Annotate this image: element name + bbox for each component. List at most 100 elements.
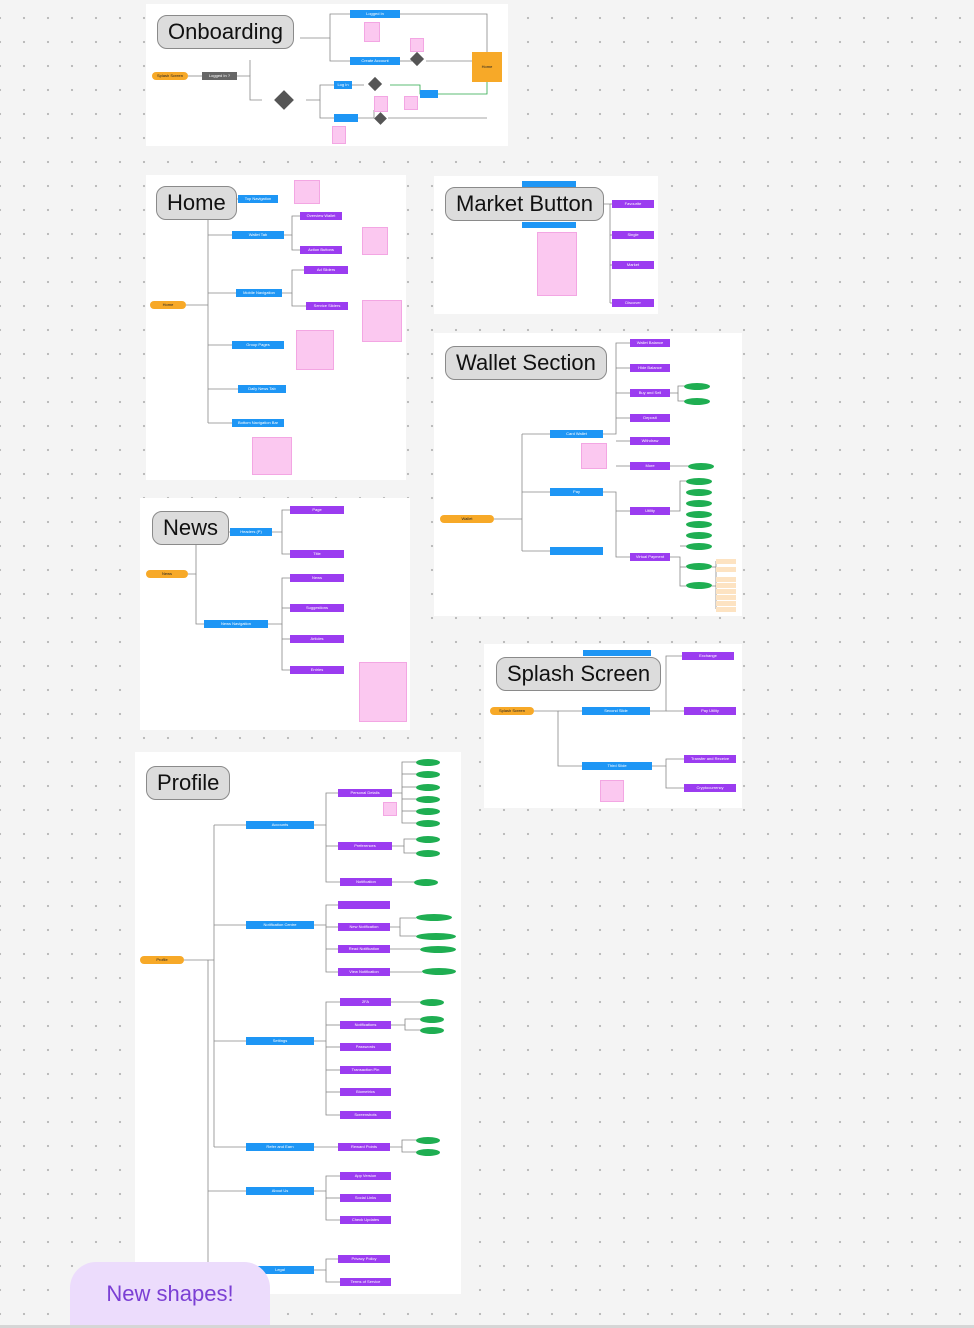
node-logged-in-question[interactable]: Logged In ? <box>202 72 237 80</box>
node-news-navigation[interactable]: News Navigation <box>204 620 268 628</box>
node-entries[interactable]: Entries <box>290 666 344 674</box>
node-top-navigation[interactable]: Top Navigation <box>238 195 278 203</box>
option-ellipse[interactable] <box>686 478 712 485</box>
node-transaction-pin[interactable]: Transaction Pin <box>340 1066 391 1074</box>
node-second-slide[interactable]: Second Slide <box>582 707 650 715</box>
node-create-account[interactable]: Create Account <box>350 57 400 65</box>
option-ellipse[interactable] <box>416 808 440 815</box>
node-card-wallet[interactable]: Card Wallet <box>550 430 603 438</box>
node-new-notification[interactable]: New Notification <box>338 923 390 931</box>
node-wallet-tab[interactable]: Wallet Tab <box>232 231 284 239</box>
option-ellipse[interactable] <box>686 582 712 589</box>
option-ellipse[interactable] <box>422 968 456 975</box>
splash-screen-title[interactable]: Splash Screen <box>496 657 662 691</box>
node-profile-root[interactable]: Profile <box>140 956 184 964</box>
option-ellipse[interactable] <box>414 879 438 886</box>
node-daily-news-tab[interactable]: Daily News Tab <box>238 385 286 393</box>
node-notification-centre[interactable]: Notification Centre <box>246 921 314 929</box>
node-read-notification[interactable]: Read Notification <box>338 945 390 953</box>
node-exchange[interactable]: Exchange <box>682 652 734 660</box>
node-hide-balance[interactable]: Hide Balance <box>630 364 670 372</box>
node-service-sliders[interactable]: Service Sliders <box>306 302 348 310</box>
node-biometrics[interactable]: Biometrics <box>340 1088 391 1096</box>
option-ellipse[interactable] <box>416 933 456 940</box>
option-ellipse[interactable] <box>684 398 710 405</box>
option-ellipse[interactable] <box>416 771 440 778</box>
node-transfer-receive[interactable]: Transfer and Receive <box>684 755 736 763</box>
node-third-slide[interactable]: Third Slide <box>582 762 652 770</box>
node-withdraw[interactable]: Withdraw <box>630 437 670 445</box>
horizontal-scrollbar[interactable] <box>0 1325 974 1328</box>
node-privacy-policy[interactable]: Privacy Policy <box>338 1255 390 1263</box>
option-ellipse[interactable] <box>684 383 710 390</box>
node-small[interactable] <box>334 114 358 122</box>
node-check-updates[interactable]: Check Updates <box>340 1216 391 1224</box>
node-accounts[interactable]: Accounts <box>246 821 314 829</box>
node-suggestions[interactable]: Suggestions <box>290 604 344 612</box>
option-ellipse[interactable] <box>420 946 456 953</box>
node-favourite[interactable]: Favourite <box>612 200 654 208</box>
new-shapes-badge[interactable]: New shapes! <box>70 1262 270 1328</box>
option-ellipse[interactable] <box>416 914 452 921</box>
node-notification-preview[interactable] <box>338 901 390 909</box>
option-ellipse[interactable] <box>416 1137 440 1144</box>
option-ellipse[interactable] <box>686 521 712 528</box>
option-ellipse[interactable] <box>416 850 440 857</box>
node-articles[interactable]: Articles <box>290 635 344 643</box>
node-mobile-navigation[interactable]: Mobile Navigation <box>236 289 282 297</box>
option-ellipse[interactable] <box>688 463 714 470</box>
node-pay-utility[interactable]: Pay Utility <box>684 707 736 715</box>
node-action-buttons[interactable]: Action Buttons <box>300 246 342 254</box>
node-app-version[interactable]: App Version <box>340 1172 391 1180</box>
option-ellipse[interactable] <box>416 820 440 827</box>
node-group-pages[interactable]: Group Pages <box>232 341 284 349</box>
node-deposit[interactable]: Deposit <box>630 414 670 422</box>
onboarding-title[interactable]: Onboarding <box>157 15 294 49</box>
node-buy-and-sell[interactable]: Buy and Sell <box>630 389 670 397</box>
profile-title[interactable]: Profile <box>146 766 231 800</box>
node-home-root[interactable]: Home <box>150 301 186 309</box>
node-market-top[interactable] <box>522 181 576 189</box>
node-splash-top[interactable] <box>583 650 651 656</box>
option-ellipse[interactable] <box>686 511 712 518</box>
option-ellipse[interactable] <box>416 836 440 843</box>
node-discover[interactable]: Discover <box>612 299 654 307</box>
node-log-in[interactable]: Log In <box>334 81 352 89</box>
node-bottom-navigation[interactable]: Bottom Navigation Bar <box>232 419 284 427</box>
node-small[interactable] <box>420 90 438 98</box>
node-single[interactable]: Single <box>612 231 654 239</box>
node-2fa[interactable]: 2FA <box>340 998 391 1006</box>
option-ellipse[interactable] <box>416 759 440 766</box>
option-ellipse[interactable] <box>686 500 712 507</box>
node-legal[interactable]: Legal <box>246 1266 314 1274</box>
node-wallet-balance[interactable]: Wallet Balance <box>630 339 670 347</box>
option-ellipse[interactable] <box>420 999 444 1006</box>
node-page[interactable]: Page <box>290 506 344 514</box>
node-reward-points[interactable]: Reward Points <box>338 1143 390 1151</box>
node-about-us[interactable]: About Us <box>246 1187 314 1195</box>
node-virtual-payment[interactable]: Virtual Payment <box>630 553 670 561</box>
node-wallet-bottom[interactable] <box>550 547 603 555</box>
node-market-sub[interactable] <box>522 222 576 228</box>
option-ellipse[interactable] <box>686 563 712 570</box>
option-ellipse[interactable] <box>420 1027 444 1034</box>
node-preferences[interactable]: Preferences <box>338 842 392 850</box>
option-ellipse[interactable] <box>416 796 440 803</box>
node-passwords[interactable]: Passwords <box>340 1043 391 1051</box>
option-ellipse[interactable] <box>686 489 712 496</box>
node-home[interactable]: Home <box>472 52 502 82</box>
option-ellipse[interactable] <box>686 543 712 550</box>
profile-frame[interactable] <box>135 752 461 1294</box>
market-button-title[interactable]: Market Button <box>445 187 604 221</box>
node-news[interactable]: News <box>290 574 344 582</box>
node-headers[interactable]: Headers (P) <box>230 528 272 536</box>
node-notifications[interactable]: Notifications <box>340 1021 391 1029</box>
node-logged-in[interactable]: Logged In <box>350 10 400 18</box>
node-personal-details[interactable]: Personal Details <box>338 789 392 797</box>
news-title[interactable]: News <box>152 511 230 545</box>
node-terms-of-service[interactable]: Terms of Service <box>340 1278 391 1286</box>
node-market[interactable]: Market <box>612 261 654 269</box>
node-cryptocurrency[interactable]: Cryptocurrency <box>684 784 736 792</box>
node-splash-root[interactable]: Splash Screen <box>490 707 534 715</box>
node-title[interactable]: Title <box>290 550 344 558</box>
